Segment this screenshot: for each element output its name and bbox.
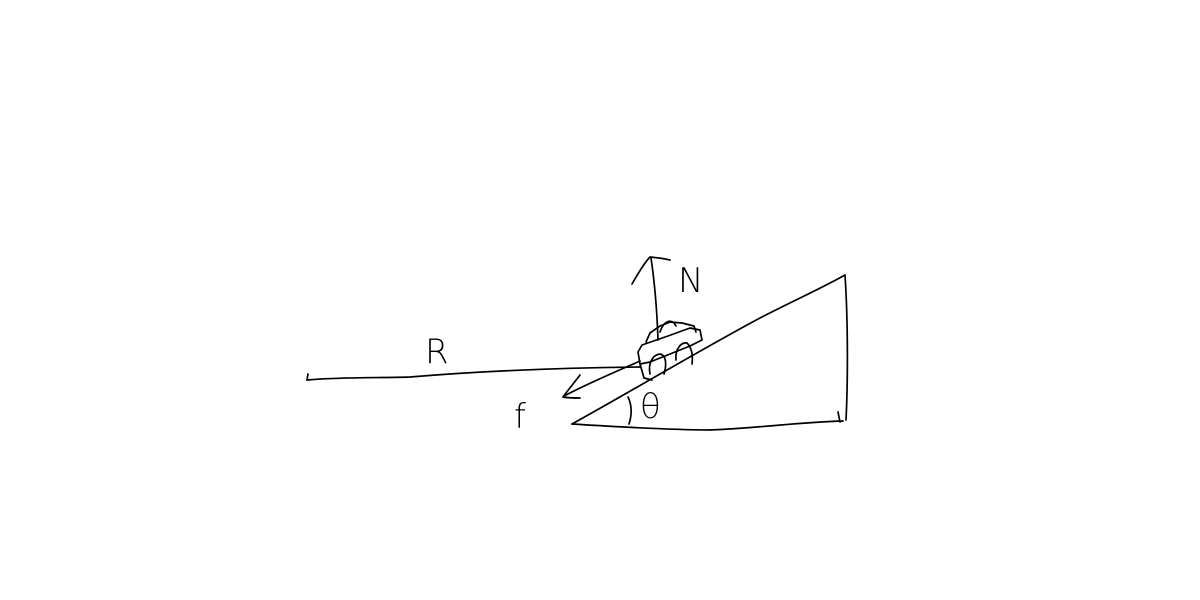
car-wheel-front <box>648 353 667 375</box>
car-window <box>659 320 677 333</box>
car-body <box>637 327 703 365</box>
car-underside <box>639 363 653 381</box>
car-sketch <box>637 320 703 381</box>
radius-label: R <box>425 332 449 372</box>
car-wheel-rear <box>675 342 694 365</box>
friction-force-arrowhead <box>562 374 581 399</box>
radius-line <box>306 366 641 381</box>
car-roof <box>645 321 697 343</box>
incline-vertical-side <box>844 274 849 421</box>
friction-force-shaft <box>563 360 641 397</box>
normal-force-arrowhead <box>631 256 671 285</box>
normal-force-label: N <box>678 261 703 301</box>
normal-force-shaft <box>650 257 659 341</box>
incline-base <box>571 420 844 431</box>
radius-line-end-tick <box>306 373 309 381</box>
friction-force-arrow <box>562 360 641 399</box>
friction-label: f <box>514 397 526 437</box>
incline-hypotenuse <box>571 274 846 425</box>
incline-ramp <box>571 274 849 431</box>
angle-arc <box>627 396 632 425</box>
angle-label-theta: θ <box>640 387 661 427</box>
incline-corner-tick <box>837 411 841 423</box>
normal-force-arrow <box>631 256 671 341</box>
